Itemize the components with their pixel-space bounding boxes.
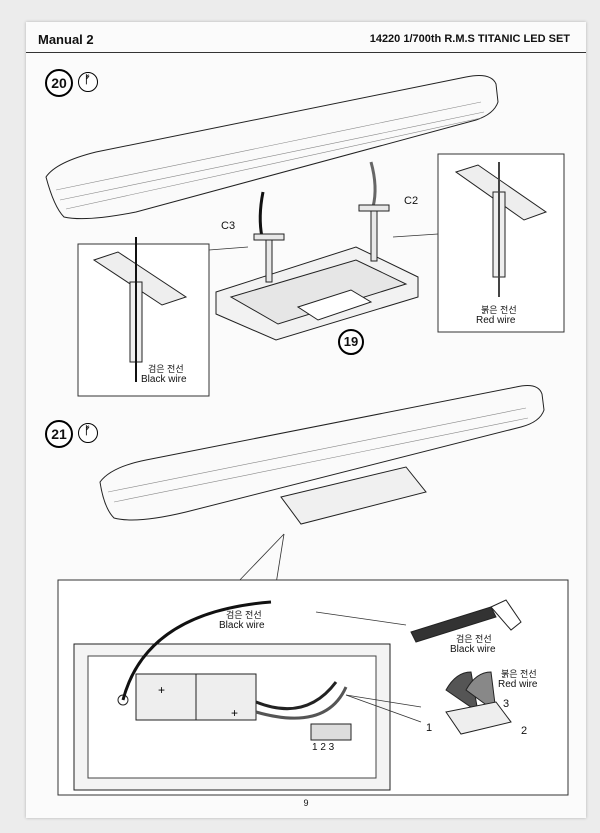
ship-hull-step21 [99,385,545,525]
wire-end-detail [410,599,522,643]
step-21-number: 21 [45,420,73,448]
header-divider [26,52,586,53]
battery-holder [117,673,257,721]
manual-page: Manual 2 14220 1/700th R.M.S TITANIC LED… [26,22,586,818]
switch-pos-3: 3 [503,698,510,710]
red-wire-step20 [369,161,377,208]
switch-detail [445,671,512,735]
red-wire-label-kr-2: 붉은 전선 [501,669,537,679]
black-wire-step21 [121,600,272,701]
support-c2 [358,204,390,262]
svg-text:+: + [158,683,165,697]
step-20-number: 20 [45,69,73,97]
red-wire-label-en-2: Red wire [498,679,538,690]
red-wire-label-en: Red wire [476,315,516,326]
assembly-illustration: + + [45,75,569,796]
part-label-c2: C2 [404,195,419,207]
black-wire-step20 [258,191,265,238]
manual-title: Manual 2 [38,32,94,47]
kit-title: 14220 1/700th R.M.S TITANIC LED SET [369,33,570,45]
black-wire-label-en-2: Black wire [219,620,265,631]
svg-text:+: + [231,706,238,720]
callout-right-detail [454,162,548,297]
ship-hull-step20 [45,75,499,220]
switch-part [310,723,352,741]
callout-left-detail [92,237,188,382]
red-wire-label-kr: 붉은 전선 [481,305,517,315]
display-stand [215,246,419,341]
page-number: 9 [303,798,309,808]
glue-icon: ᚠ [78,72,98,92]
part-label-c3: C3 [221,220,236,232]
black-wire-label-kr: 검은 전선 [148,364,184,374]
black-wire-label-kr-3: 검은 전선 [456,634,492,644]
black-wire-label-en-3: Black wire [450,644,496,655]
part-number-19: 19 [338,329,364,355]
black-wire-label-en: Black wire [141,374,187,385]
black-wire-label-kr-2: 검은 전선 [226,610,262,620]
switch-pos-1: 1 [426,722,433,734]
switch-pos-row: 1 2 3 [312,742,335,753]
switch-pos-2: 2 [521,725,528,737]
support-c3 [253,233,285,283]
glue-icon: ᚠ [78,423,98,443]
